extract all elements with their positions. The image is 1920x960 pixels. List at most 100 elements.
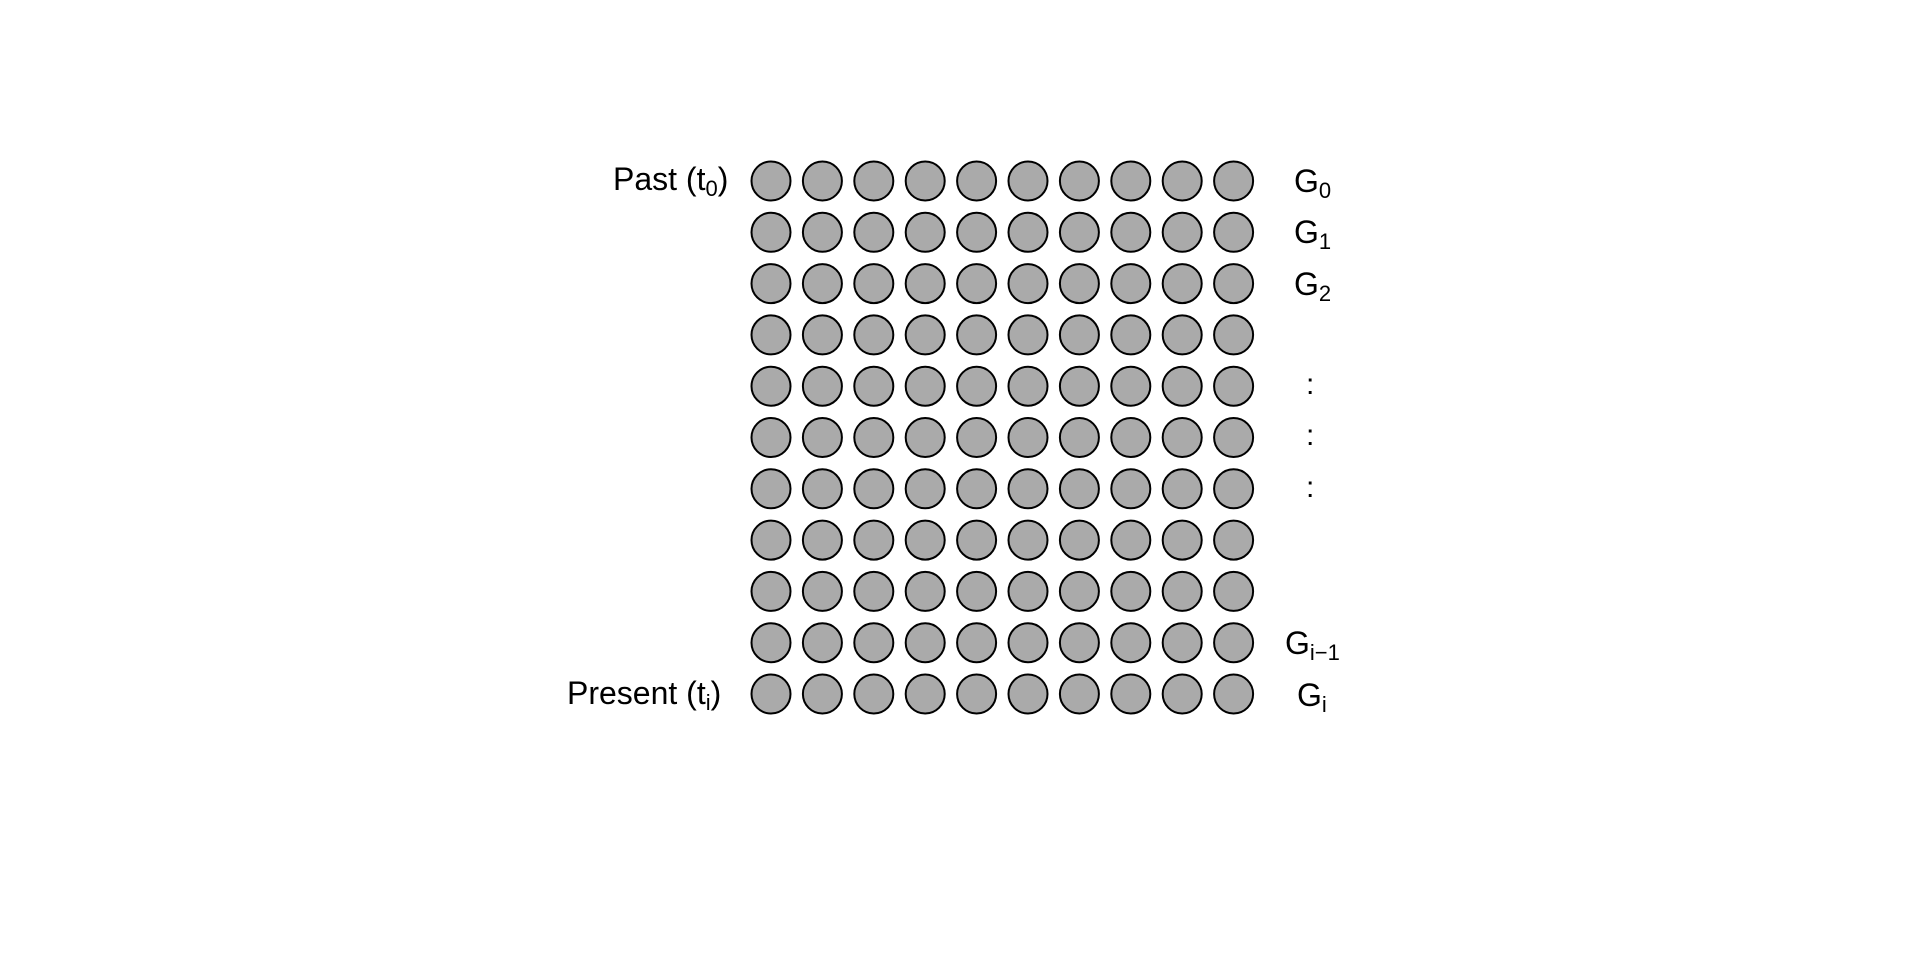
node-r5-c7 <box>1110 417 1152 458</box>
node-r0-c0 <box>750 160 792 202</box>
node-r4-c5 <box>1007 365 1049 407</box>
node-r1-c0 <box>750 211 792 253</box>
past-label: Past (t0) <box>613 161 729 200</box>
node-r5-c4 <box>956 417 998 458</box>
node-r6-c6 <box>1058 468 1100 510</box>
node-r5-c5 <box>1007 417 1049 458</box>
node-r2-c7 <box>1110 263 1152 305</box>
present-label: Present (ti) <box>567 675 722 714</box>
node-r8-c0 <box>750 570 792 612</box>
node-r7-c2 <box>853 519 895 561</box>
node-r6-c9 <box>1213 468 1255 510</box>
node-r7-c1 <box>801 519 843 561</box>
node-r2-c3 <box>904 263 946 305</box>
node-r1-c2 <box>853 211 895 253</box>
node-r3-c9 <box>1213 314 1255 356</box>
node-r7-c4 <box>956 519 998 561</box>
node-r6-c4 <box>956 468 998 510</box>
node-r4-c2 <box>853 365 895 407</box>
node-r10-c3 <box>904 673 946 715</box>
node-r1-c3 <box>904 211 946 253</box>
node-r8-c5 <box>1007 570 1049 612</box>
node-r10-c7 <box>1110 673 1152 715</box>
node-r9-c8 <box>1161 622 1203 664</box>
node-r8-c2 <box>853 570 895 612</box>
node-r0-c2 <box>853 160 895 202</box>
node-r1-c4 <box>956 211 998 253</box>
node-r0-c6 <box>1058 160 1100 202</box>
node-r10-c6 <box>1058 673 1100 715</box>
node-r9-c5 <box>1007 622 1049 664</box>
node-r5-c0 <box>750 417 792 458</box>
ellipsis-2: : <box>1306 419 1315 452</box>
node-r0-c8 <box>1161 160 1203 202</box>
node-r7-c8 <box>1161 519 1203 561</box>
node-r8-c1 <box>801 570 843 612</box>
past-label-close: ) <box>717 161 729 197</box>
node-r4-c9 <box>1213 365 1255 407</box>
node-r1-c8 <box>1161 211 1203 253</box>
node-r5-c1 <box>801 417 843 458</box>
node-r4-c0 <box>750 365 792 407</box>
ellipsis-1: : <box>1306 368 1315 401</box>
node-r8-c4 <box>956 570 998 612</box>
node-r2-c8 <box>1161 263 1203 305</box>
node-r8-c8 <box>1161 570 1203 612</box>
node-r9-c3 <box>904 622 946 664</box>
node-r5-c2 <box>853 417 895 458</box>
node-r3-c0 <box>750 314 792 356</box>
generation-label-1: G1 <box>1294 214 1332 254</box>
node-r2-c5 <box>1007 263 1049 305</box>
node-r6-c3 <box>904 468 946 510</box>
generation-label-i: Gi <box>1297 677 1327 717</box>
node-r2-c6 <box>1058 263 1100 305</box>
node-r9-c4 <box>956 622 998 664</box>
node-r6-c1 <box>801 468 843 510</box>
node-r10-c0 <box>750 673 792 715</box>
node-r0-c7 <box>1110 160 1152 202</box>
node-r5-c3 <box>904 417 946 458</box>
node-r3-c1 <box>801 314 843 356</box>
node-r1-c6 <box>1058 211 1100 253</box>
node-r0-c9 <box>1213 160 1255 202</box>
node-r10-c4 <box>956 673 998 715</box>
node-r7-c0 <box>750 519 792 561</box>
present-label-text: Present (t <box>567 675 706 711</box>
node-r6-c7 <box>1110 468 1152 510</box>
node-r4-c8 <box>1161 365 1203 407</box>
node-r8-c7 <box>1110 570 1152 612</box>
node-r9-c0 <box>750 622 792 664</box>
node-r9-c9 <box>1213 622 1255 664</box>
node-r2-c1 <box>801 263 843 305</box>
present-label-subscript: i <box>705 690 711 715</box>
node-r7-c3 <box>904 519 946 561</box>
node-r10-c1 <box>801 673 843 715</box>
present-label-close: ) <box>710 675 722 711</box>
node-r3-c6 <box>1058 314 1100 356</box>
node-r10-c5 <box>1007 673 1049 715</box>
node-r3-c8 <box>1161 314 1203 356</box>
generation-label-i-minus-1: Gi−1 <box>1285 625 1340 665</box>
node-r3-c5 <box>1007 314 1049 356</box>
node-r10-c9 <box>1213 673 1255 715</box>
node-r3-c7 <box>1110 314 1152 356</box>
node-r6-c2 <box>853 468 895 510</box>
node-r4-c4 <box>956 365 998 407</box>
node-r2-c9 <box>1213 263 1255 305</box>
node-r10-c2 <box>853 673 895 715</box>
past-label-subscript: 0 <box>705 176 718 201</box>
node-r5-c6 <box>1058 417 1100 458</box>
node-r5-c9 <box>1213 417 1255 458</box>
node-r1-c5 <box>1007 211 1049 253</box>
node-r1-c1 <box>801 211 843 253</box>
node-r7-c5 <box>1007 519 1049 561</box>
node-r1-c9 <box>1213 211 1255 253</box>
node-r8-c3 <box>904 570 946 612</box>
node-r0-c5 <box>1007 160 1049 202</box>
node-r9-c2 <box>853 622 895 664</box>
node-r3-c4 <box>956 314 998 356</box>
node-r7-c7 <box>1110 519 1152 561</box>
node-r1-c7 <box>1110 211 1152 253</box>
node-r7-c6 <box>1058 519 1100 561</box>
